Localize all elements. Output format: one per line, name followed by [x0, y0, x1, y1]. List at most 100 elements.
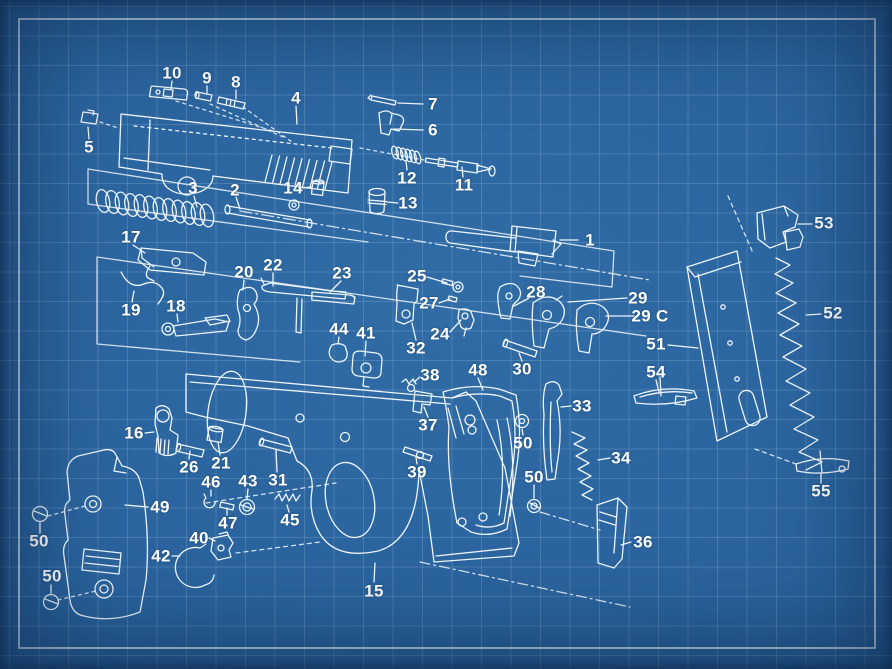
part-label-13: 13: [398, 193, 418, 213]
part-label-10: 10: [162, 63, 182, 83]
part-label-11: 11: [454, 175, 474, 195]
part-pin-47: [219, 501, 235, 511]
part-label-47: 47: [218, 513, 238, 533]
part-slide-end-piece: [756, 205, 804, 251]
part-trigger-pivot: [206, 425, 224, 444]
part-extractor-pin: [367, 94, 397, 106]
part-locking-insert: [412, 390, 433, 414]
part-label-24: 24: [430, 324, 450, 344]
part-label-37: 37: [418, 415, 438, 435]
part-label-18: 18: [166, 296, 186, 316]
construction-lines: [47, 100, 797, 608]
part-label-25: 25: [407, 266, 427, 286]
part-label-31: 31: [268, 470, 288, 490]
part-label-54: 54: [646, 362, 666, 382]
part-label-20: 20: [234, 262, 254, 282]
part-left-grip: [62, 448, 149, 620]
part-label-29: 29: [628, 288, 648, 308]
part-label-50b: 50: [42, 566, 62, 586]
part-frame: [185, 370, 520, 563]
part-safety-lever: [457, 308, 475, 337]
part-breech-plug: [367, 187, 387, 215]
part-grip-screw-bottom-left: [42, 593, 60, 611]
part-label-51: 51: [646, 334, 666, 354]
part-hammer-pin: [502, 338, 538, 358]
part-label-41: 41: [356, 323, 376, 343]
part-label-55: 55: [811, 481, 831, 501]
part-barrel: [445, 225, 562, 267]
part-catch-block: [351, 350, 383, 388]
part-front-sight: [80, 109, 99, 125]
part-label-17: 17: [121, 227, 141, 247]
part-safety-pin: [216, 96, 246, 110]
part-label-8: 8: [231, 72, 241, 92]
part-label-14: 14: [283, 178, 303, 198]
part-label-29c: 29 C: [631, 306, 669, 326]
part-hammer-spur-variant: [575, 302, 610, 354]
part-label-34: 34: [611, 448, 631, 468]
part-label-21: 21: [211, 453, 231, 473]
part-pin-26: [175, 442, 205, 458]
part-label-44: 44: [329, 319, 349, 339]
part-slide-catch-lever: [154, 405, 179, 457]
part-label-26: 26: [179, 457, 199, 477]
part-trigger: [236, 286, 260, 341]
part-right-grip: [442, 385, 521, 536]
part-label-46: 46: [201, 472, 221, 492]
leader-lines: [39, 80, 822, 594]
part-grip-screw-top-left: [31, 505, 49, 523]
part-trigger-bar: [260, 277, 347, 334]
part-label-33: 33: [572, 396, 592, 416]
part-label-28: 28: [526, 282, 546, 302]
part-recoil-spring: [95, 189, 215, 228]
part-slide-insert: [310, 179, 325, 197]
part-spring-retainer-plate: [795, 450, 850, 474]
part-label-3: 3: [188, 178, 198, 198]
part-grip-washer-right: [514, 413, 530, 429]
part-slide: [118, 113, 353, 196]
part-label-32: 32: [406, 338, 426, 358]
part-hammer: [531, 295, 566, 349]
part-label-7: 7: [428, 94, 438, 114]
part-label-1: 1: [585, 230, 595, 250]
part-label-43: 43: [238, 471, 258, 491]
part-latch-40: [210, 531, 234, 561]
sheet-border-frame: [18, 18, 876, 649]
part-label-39: 39: [407, 462, 427, 482]
part-decock-lever: [161, 314, 231, 337]
part-label-5: 5: [84, 137, 94, 157]
part-clip-46: [203, 493, 216, 509]
part-magazine-floorplate: [633, 376, 698, 406]
part-label-42: 42: [151, 546, 171, 566]
part-firing-pin: [424, 157, 496, 177]
part-label-30: 30: [512, 359, 532, 379]
part-takedown-plate: [395, 284, 419, 325]
part-spring-clip: [328, 343, 348, 363]
part-label-48: 48: [468, 360, 488, 380]
part-spring-42: [174, 543, 215, 589]
part-extractor: [378, 110, 405, 136]
part-spring-tube: [596, 497, 628, 569]
part-rear-sight: [148, 85, 189, 101]
part-label-27: 27: [419, 293, 439, 313]
part-pin-31: [258, 437, 293, 454]
part-label-52: 52: [823, 303, 843, 323]
part-magazine-body: [686, 250, 768, 442]
part-label-19: 19: [121, 300, 141, 320]
part-label-50d: 50: [524, 467, 544, 487]
part-label-9: 9: [202, 68, 212, 88]
part-sear: [497, 282, 522, 320]
part-spring-45: [274, 493, 301, 502]
part-label-50c: 50: [513, 433, 533, 453]
part-slide-stop-lever: [542, 381, 563, 481]
part-guide-rod: [224, 199, 313, 229]
part-label-6: 6: [428, 120, 438, 140]
part-sear-spring: [120, 271, 165, 305]
part-label-2: 2: [230, 180, 240, 200]
part-label-23: 23: [332, 263, 352, 283]
part-label-49: 49: [150, 497, 170, 517]
part-magazine-spring: [774, 257, 823, 471]
